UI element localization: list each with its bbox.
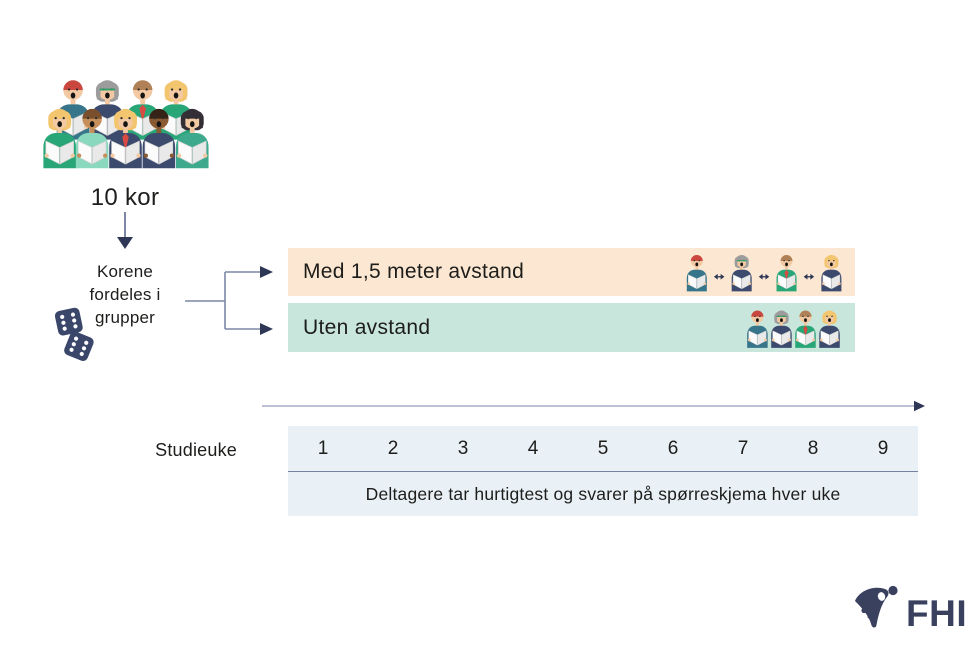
distanced-group-box: Med 1,5 meter avstand [288, 248, 855, 296]
down-arrow-icon [117, 212, 133, 249]
choir-count-label: 10 kor [90, 184, 160, 211]
weekly-testing-caption: Deltagere tar hurtigtest og svarer på sp… [365, 483, 841, 504]
fhi-logo-text: FHI [906, 593, 968, 634]
allocation-label: Korene fordeles i grupper [50, 260, 200, 329]
distanced-singers-icon [686, 254, 842, 292]
week-number-7: 7 [737, 437, 749, 459]
allocation-line1: Korene [96, 262, 154, 281]
allocation-line2: fordeles i [89, 285, 161, 304]
fhi-logo-icon [855, 585, 898, 628]
week-divider-line [288, 471, 918, 472]
week-number-3: 3 [457, 437, 469, 459]
timeline-arrow [262, 400, 925, 412]
week-number-9: 9 [877, 437, 889, 459]
week-numbers-row: 1 2 3 4 5 6 7 8 9 [288, 426, 918, 471]
week-number-8: 8 [807, 437, 819, 459]
choir-group-icon [43, 80, 209, 169]
week-number-1: 1 [317, 437, 329, 459]
allocation-line3: grupper [95, 308, 155, 327]
branch-connector [185, 266, 273, 335]
study-week-label: Studieuke [155, 440, 237, 460]
dice-icon [54, 307, 94, 362]
distanced-group-label: Med 1,5 meter avstand [303, 260, 525, 283]
week-number-6: 6 [667, 437, 679, 459]
week-number-5: 5 [597, 437, 609, 459]
week-number-4: 4 [527, 437, 539, 459]
close-group-box: Uten avstand [288, 303, 855, 352]
close-group-label: Uten avstand [303, 315, 431, 339]
week-number-2: 2 [387, 437, 399, 459]
study-week-panel: 1 2 3 4 5 6 7 8 9 Deltagere tar hurtigtest og sv… [288, 426, 918, 516]
close-singers-icon [747, 310, 840, 348]
